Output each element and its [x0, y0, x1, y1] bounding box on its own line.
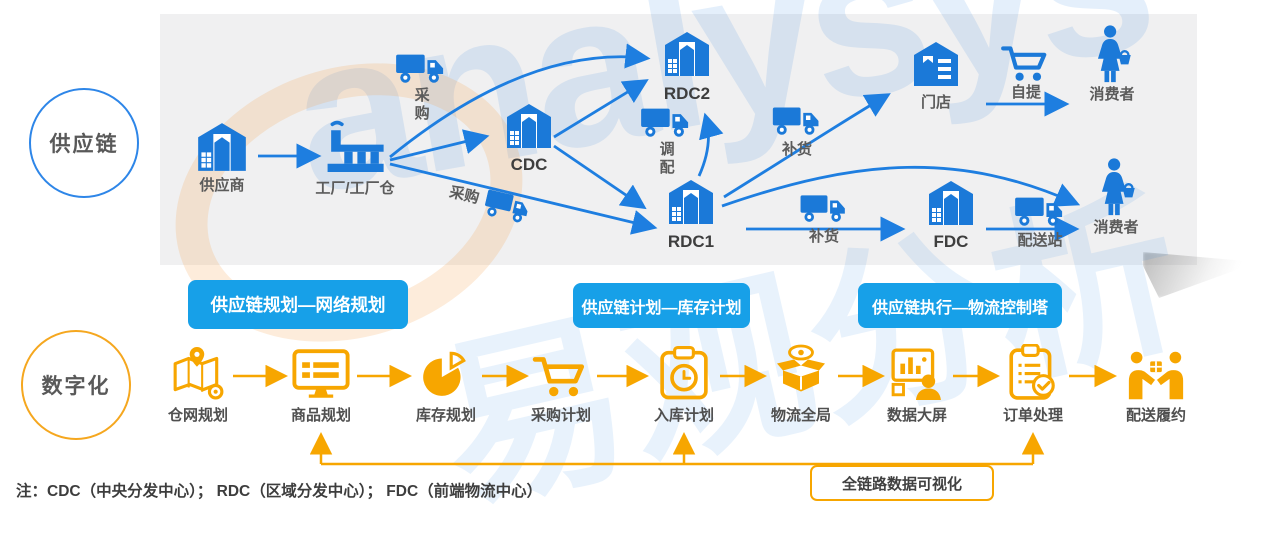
node-label: RDC1 — [667, 232, 715, 251]
node-label: FDC — [933, 232, 969, 251]
node-replenish-store: 补货 — [755, 103, 839, 158]
node-factory: 工厂/工厂仓 — [305, 118, 405, 197]
visualization-bracket — [309, 432, 1045, 466]
step-inventory-planning: 库存规划 — [391, 343, 501, 425]
handover-icon — [1125, 343, 1187, 400]
step-label: 物流全局 — [770, 407, 831, 424]
step-warehouse-network-planning: 仓网规划 — [143, 343, 253, 425]
step-label: 商品规划 — [290, 407, 351, 424]
warehouse-icon — [505, 101, 553, 151]
node-label: CDC — [510, 155, 548, 174]
node-consumer-bottom: 消费者 — [1066, 157, 1166, 236]
node-label: 消费者 — [1093, 219, 1139, 236]
step-order-processing: 订单处理 — [978, 343, 1088, 425]
banner-logistics-control-tower: 供应链执行—物流控制塔 — [858, 283, 1062, 328]
open-box-eye-icon — [775, 343, 827, 400]
clipboard-clock-icon — [659, 343, 709, 400]
step-label: 订单处理 — [1002, 407, 1063, 424]
diagram-stage: analysys 易观分析 — [16, 0, 1258, 536]
digital-section-badge: 数字化 — [21, 330, 131, 440]
node-label: 配送站 — [1017, 232, 1063, 249]
banner-network-planning: 供应链规划—网络规划 — [188, 280, 408, 329]
step-label: 配送履约 — [1125, 407, 1186, 424]
node-label: 调配 — [657, 141, 675, 177]
flow-arrows-svg — [233, 43, 1117, 466]
consumer-icon — [1095, 157, 1137, 217]
node-supplier: 供应商 — [172, 121, 272, 194]
node-cdc: CDC — [479, 101, 579, 175]
step-label: 库存规划 — [415, 407, 476, 424]
warehouse-icon — [196, 121, 248, 173]
step-procurement-plan: 采购计划 — [506, 343, 616, 425]
dashboard-person-icon — [890, 343, 944, 400]
supply-chain-section-badge: 供应链 — [29, 88, 139, 198]
consumer-icon — [1091, 24, 1133, 84]
node-consumer-top: 消费者 — [1062, 24, 1162, 103]
node-label: 自提 — [1010, 84, 1041, 101]
node-label: 补货 — [808, 228, 839, 245]
node-procure-top: 采购 — [379, 50, 463, 123]
cart-icon — [532, 343, 590, 400]
step-label: 数据大屏 — [886, 407, 947, 424]
node-fdc: FDC — [901, 178, 1001, 252]
step-logistics-overview: 物流全局 — [746, 343, 856, 425]
node-replenish-fdc: 补货 — [782, 191, 866, 245]
node-label: 采购 — [412, 87, 430, 123]
node-allocate: 调配 — [624, 104, 708, 177]
node-rdc1: RDC1 — [641, 176, 741, 252]
truck-icon — [1014, 193, 1066, 228]
step-label: 入库计划 — [653, 407, 714, 424]
pie-chart-icon — [419, 343, 473, 400]
node-label: 供应商 — [199, 177, 245, 194]
warehouse-icon — [927, 178, 975, 228]
monitor-icon — [292, 343, 350, 400]
store-icon — [912, 38, 960, 90]
step-label: 采购计划 — [530, 407, 591, 424]
node-delivery-station: 配送站 — [998, 193, 1082, 249]
factory-icon — [324, 118, 386, 176]
supply-chain-section-label: 供应链 — [49, 133, 119, 156]
node-label: 门店 — [920, 94, 951, 111]
warehouse-icon — [663, 28, 711, 80]
node-label: 补货 — [781, 141, 812, 158]
step-inbound-plan: 入库计划 — [629, 343, 739, 425]
truck-icon — [641, 104, 691, 139]
full-chain-visualization-callout: 全链路数据可视化 — [810, 465, 994, 501]
step-product-planning: 商品规划 — [266, 343, 376, 425]
cart-icon — [998, 42, 1054, 84]
node-store: 门店 — [886, 38, 986, 111]
clipboard-check-icon — [1008, 343, 1058, 400]
step-label: 仓网规划 — [167, 407, 228, 424]
banner-inventory-planning: 供应链计划—库存计划 — [573, 283, 750, 328]
map-pin-icon — [171, 343, 225, 400]
node-label: 采购 — [447, 184, 481, 208]
node-label: 消费者 — [1089, 86, 1135, 103]
truck-icon — [396, 50, 446, 85]
truck-icon — [772, 103, 822, 137]
warehouse-icon — [667, 176, 715, 228]
truck-icon — [800, 191, 848, 224]
footnote: 注：CDC（中央分发中心）； RDC（区域分发中心）； FDC（前端物流中心） — [16, 483, 543, 500]
supply-flow-arrows — [258, 43, 1081, 242]
node-label: 工厂/工厂仓 — [315, 180, 395, 197]
node-pickup: 自提 — [976, 42, 1076, 101]
step-data-dashboard: 数据大屏 — [862, 343, 972, 425]
step-delivery-fulfillment: 配送履约 — [1101, 343, 1211, 425]
digital-section-label: 数字化 — [41, 375, 111, 398]
node-rdc2: RDC2 — [637, 28, 737, 104]
node-label: RDC2 — [663, 84, 711, 103]
